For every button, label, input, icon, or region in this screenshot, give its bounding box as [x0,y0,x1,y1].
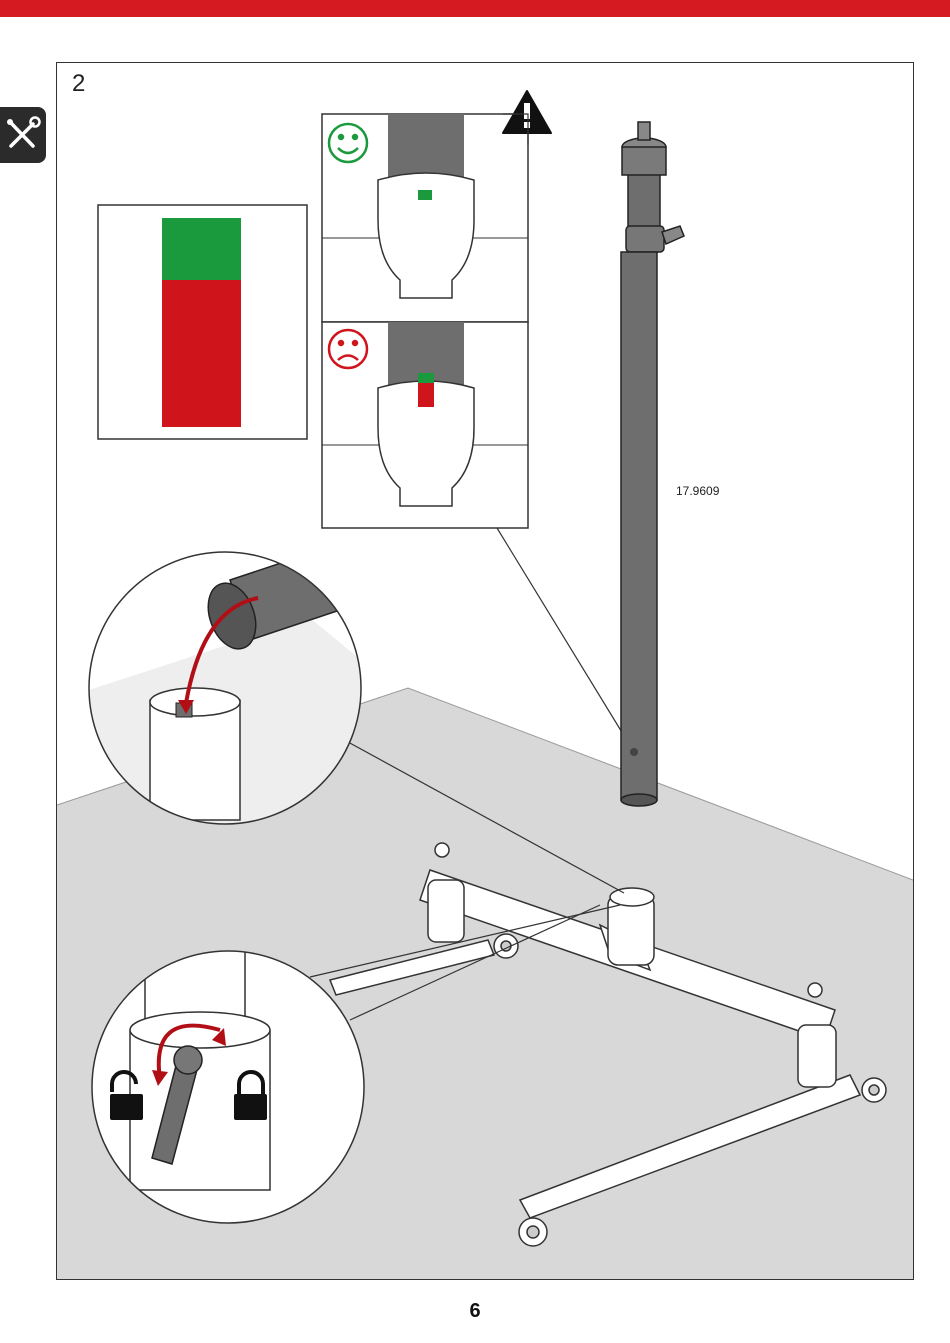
legend-green-zone [162,218,241,280]
indicator-legend [98,205,307,439]
step-number: 2 [72,70,85,98]
part-code-label: 17.9609 [676,484,719,498]
page-number: 6 [0,1300,950,1323]
telescopic-tube [621,122,684,806]
detail-insert-circle [89,550,361,824]
incorrect-panel [322,322,528,528]
detail-lever-circle [92,950,364,1223]
legend-red-zone [162,280,241,427]
correct-panel [322,114,528,322]
